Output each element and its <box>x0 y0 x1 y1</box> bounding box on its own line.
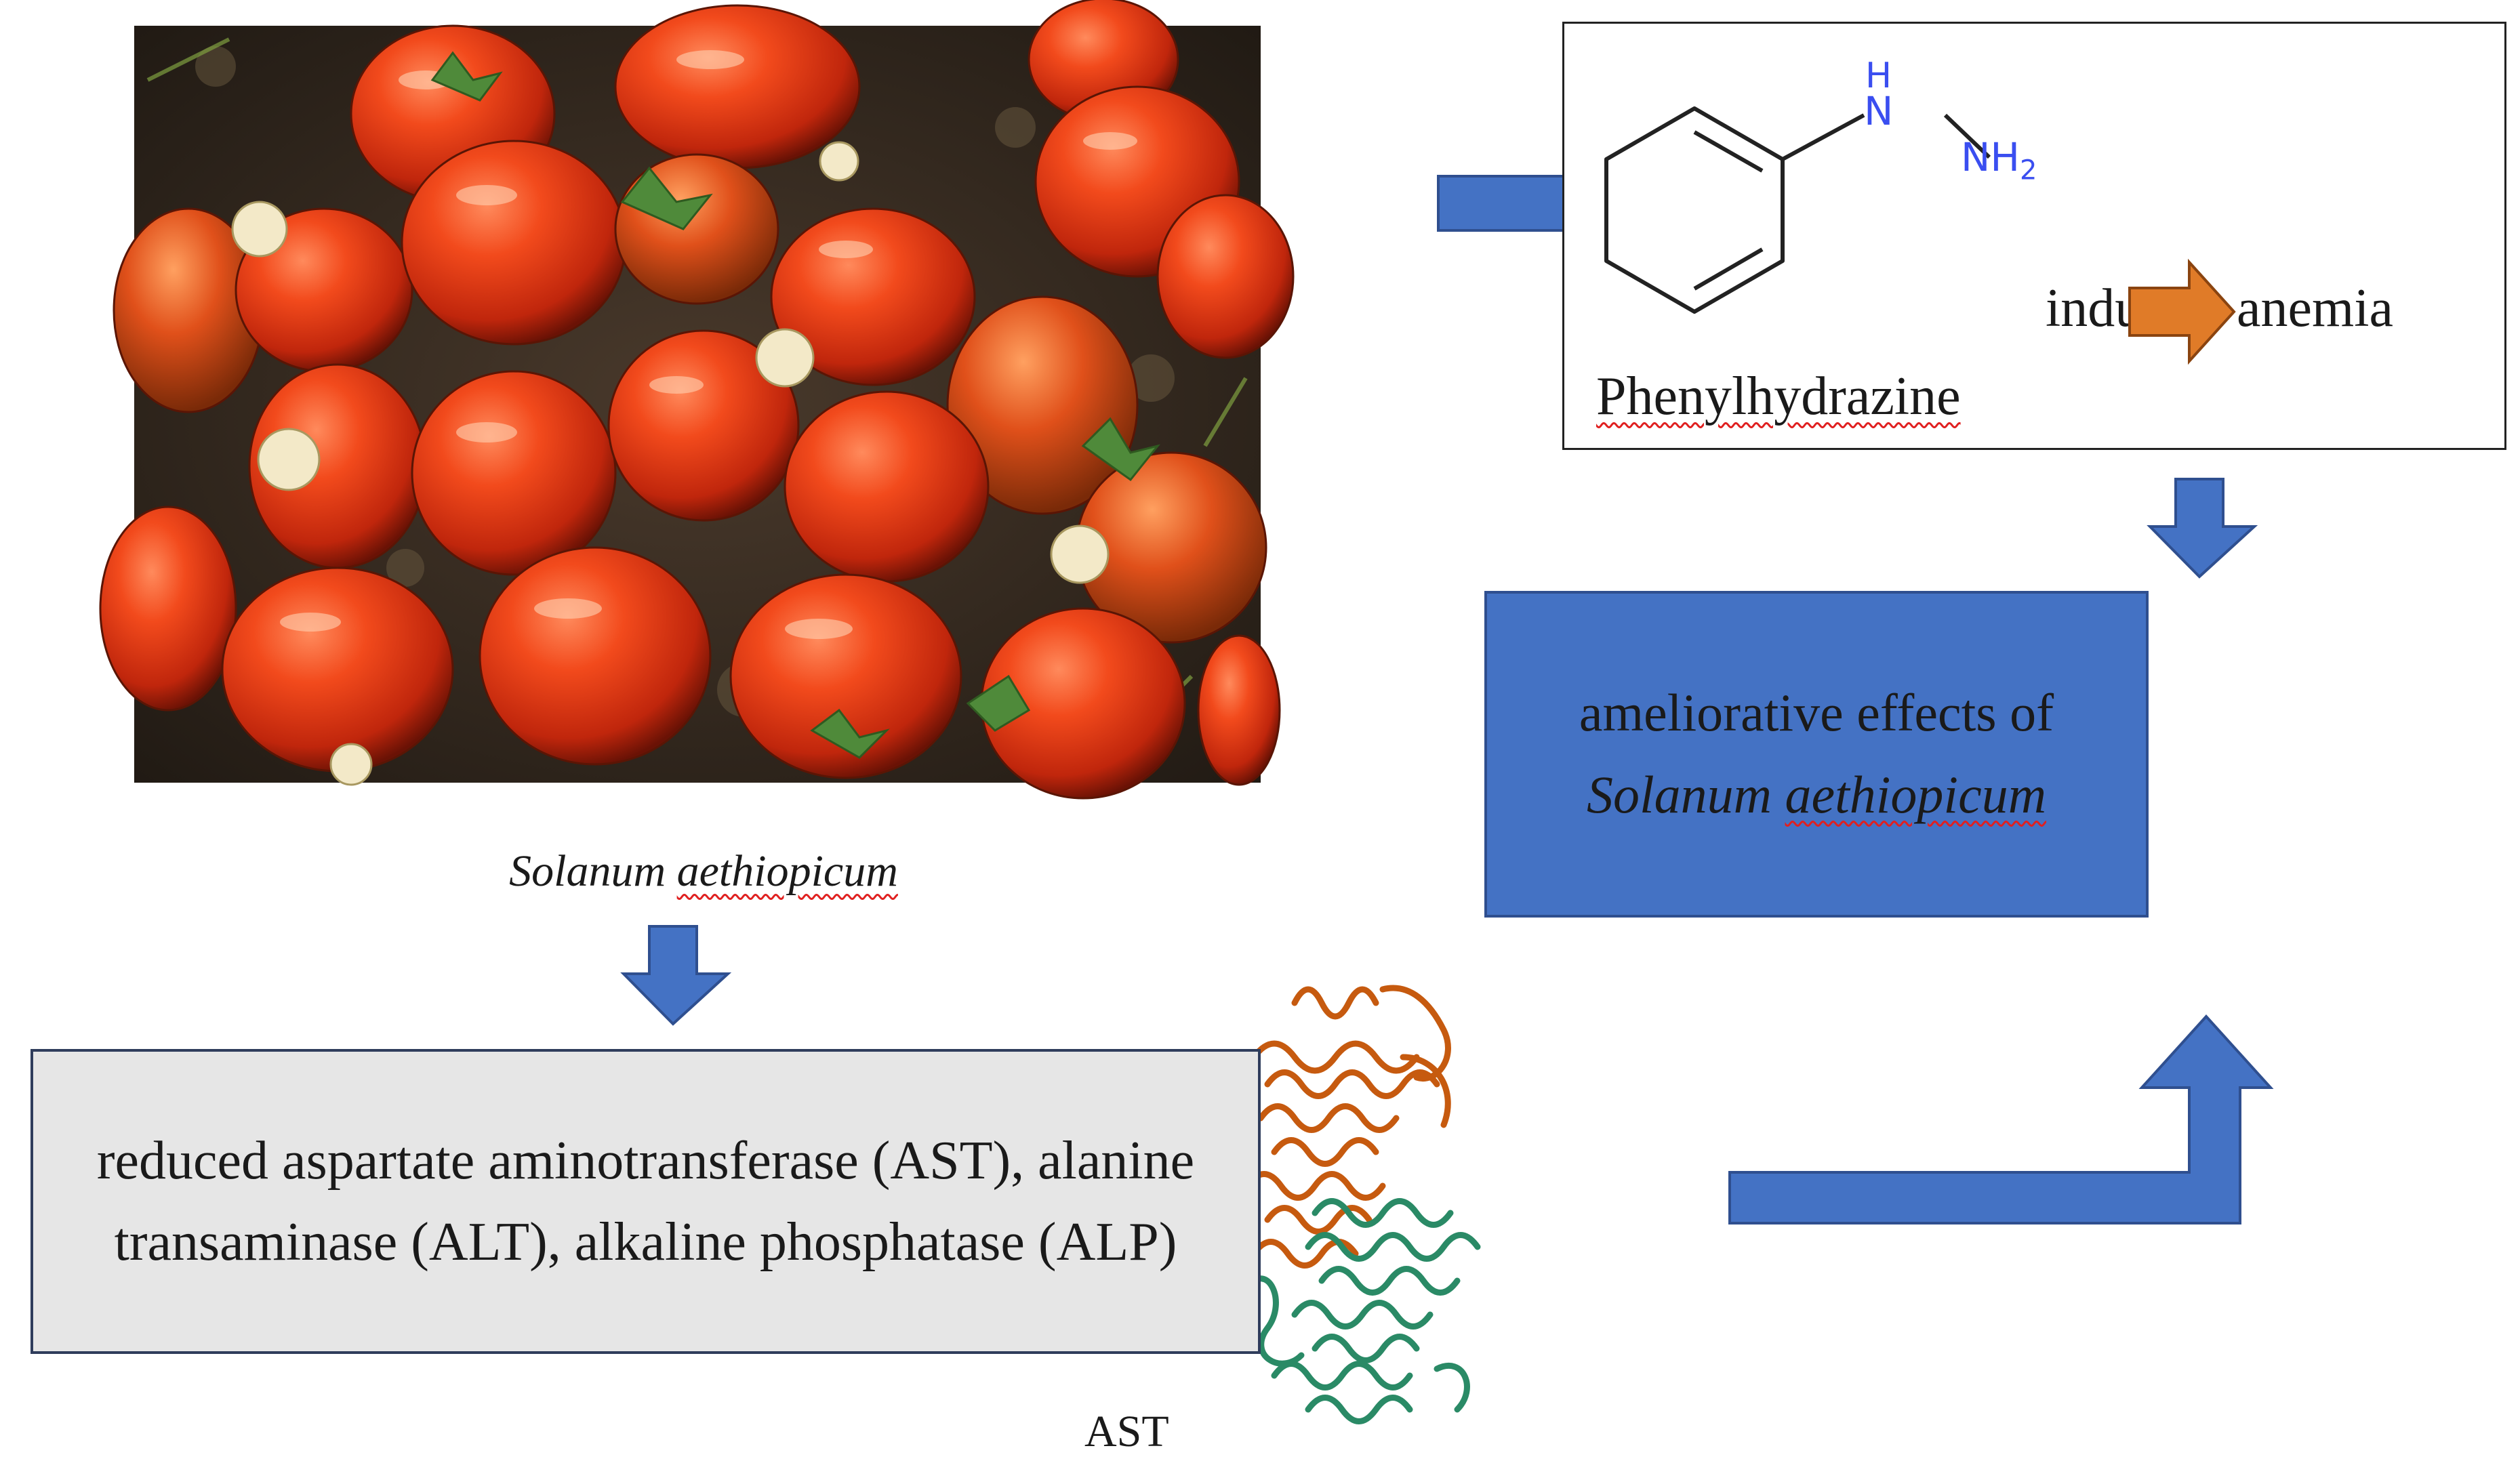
effect-line-2: Solanum aethiopicum <box>1586 765 2047 824</box>
enzyme-text: reduced aspartate aminotransferase (AST)… <box>96 1131 1195 1272</box>
atom-nh2: NH2 <box>1961 134 2037 186</box>
effect-line-1: ameliorative effects of <box>1579 683 2054 743</box>
photo-caption: Solanum aethiopicum <box>405 846 1002 897</box>
ast-protein-structure <box>1244 985 1481 1424</box>
phenylhydrazine-label: Phenylhydrazine <box>1596 367 1961 426</box>
atom-n: N <box>1864 88 1894 134</box>
n-nh2-bond <box>1943 113 1991 159</box>
anemia-text: anemia <box>2237 279 2393 338</box>
induce-text: indu <box>2046 279 2142 338</box>
atom-h: H <box>1865 56 1892 96</box>
phenylhydrazine-box <box>1562 22 2506 450</box>
caption-text: Solanum aethiopicum <box>509 846 898 896</box>
enzyme-reduction-box: reduced aspartate aminotransferase (AST)… <box>31 1049 1261 1354</box>
ast-label: AST <box>1084 1407 1169 1456</box>
phenylhydrazine-structure <box>1604 106 1865 314</box>
fruit-photo <box>99 0 1295 800</box>
arrow-down-to-effect <box>2147 478 2258 579</box>
ameliorative-effect-box: ameliorative effects of Solanum aethiopi… <box>1484 591 2149 918</box>
orange-arrow-icon <box>2128 258 2236 365</box>
bent-arrow-up-to-effect <box>1728 1014 2274 1224</box>
arrow-down-to-enzymes <box>620 925 732 1026</box>
